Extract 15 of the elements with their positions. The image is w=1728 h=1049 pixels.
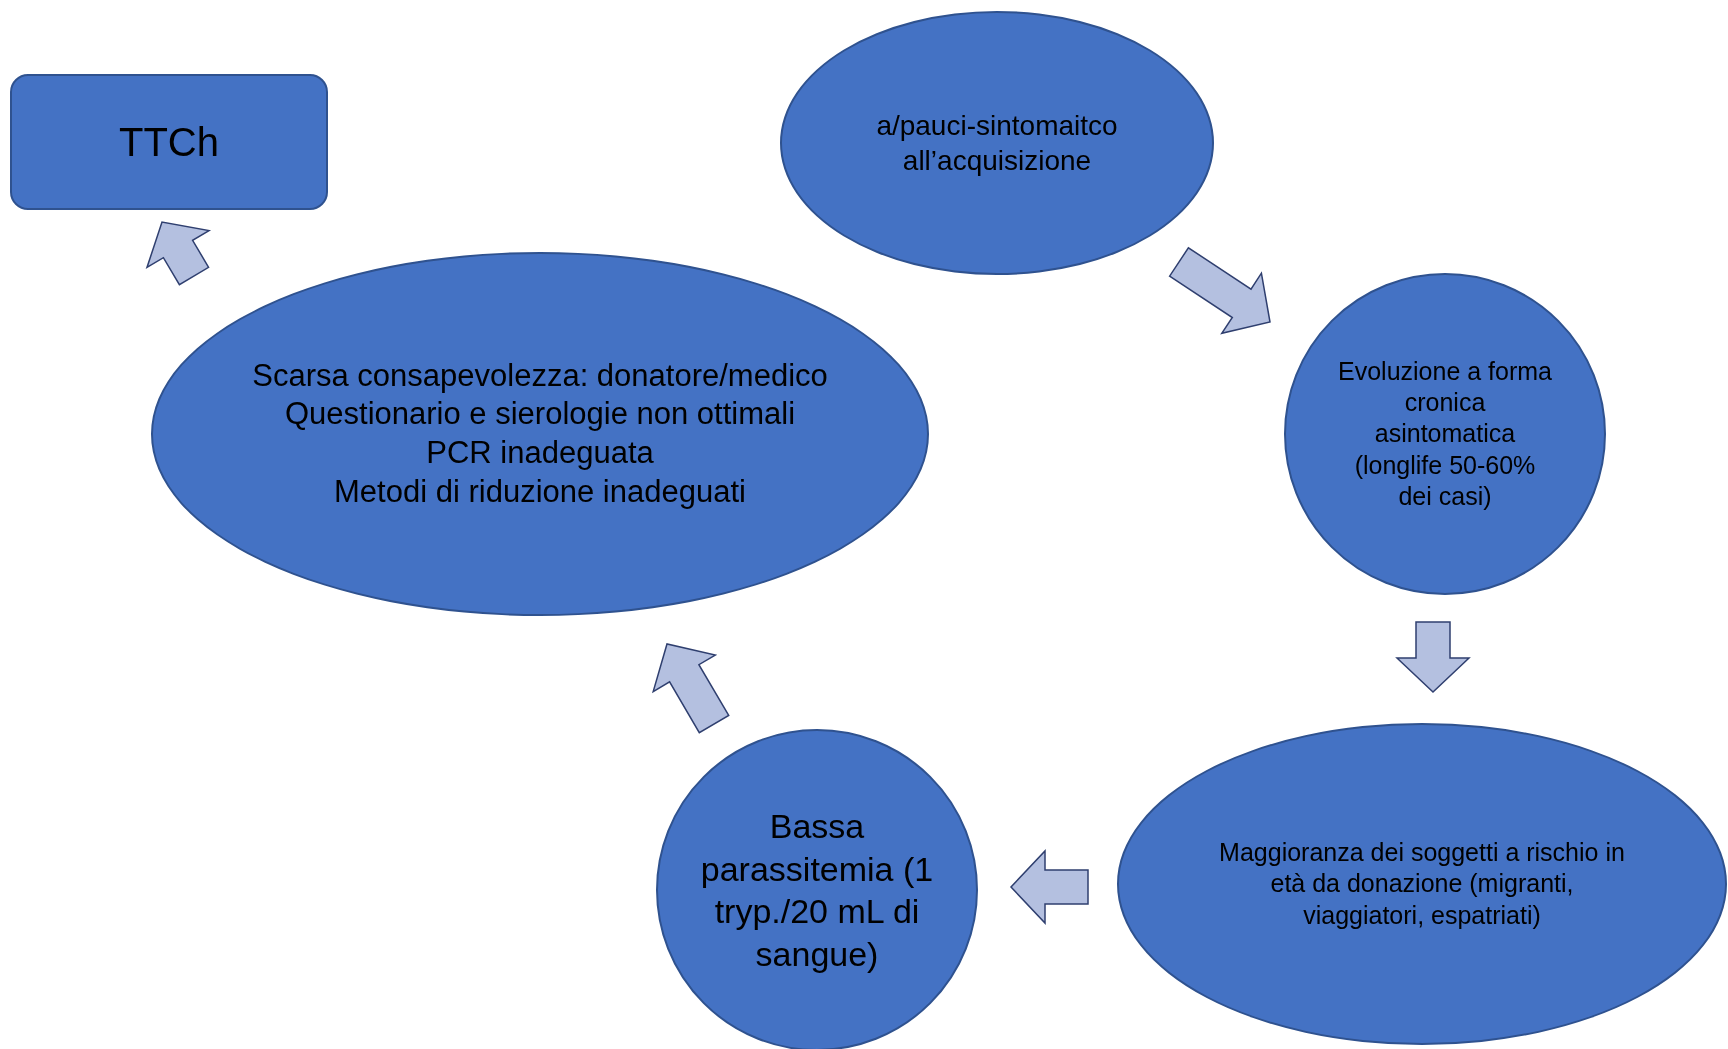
block-arrow [145,221,212,286]
node-text: Evoluzione a forma cronica asintomatica (longlife 50-60% dei casi) [1338,355,1552,512]
node-text: a/pauci-sintomaitco all’acquisizione [875,109,1119,178]
node-text: Metodi di riduzione inadeguati [334,472,746,511]
block-arrow [1168,246,1271,335]
node-text: Maggioranza dei soggetti a rischio in età da donazione (migranti, viaggiatori, espatriati) [1219,837,1625,931]
block-arrow [1009,849,1089,925]
block-arrow [651,643,730,734]
node-text: Questionario e sierologie non ottimali [284,395,796,434]
node-text: TTCh [119,119,219,166]
node-text: PCR inadeguata [426,434,654,472]
node-text: Bassa parassitemia (1 tryp./20 mL di sangue) [699,806,935,975]
block-arrow [1395,621,1471,694]
rounded-box [10,74,328,210]
node-text: Scarsa consapevolezza: donatore/medico [252,356,828,395]
